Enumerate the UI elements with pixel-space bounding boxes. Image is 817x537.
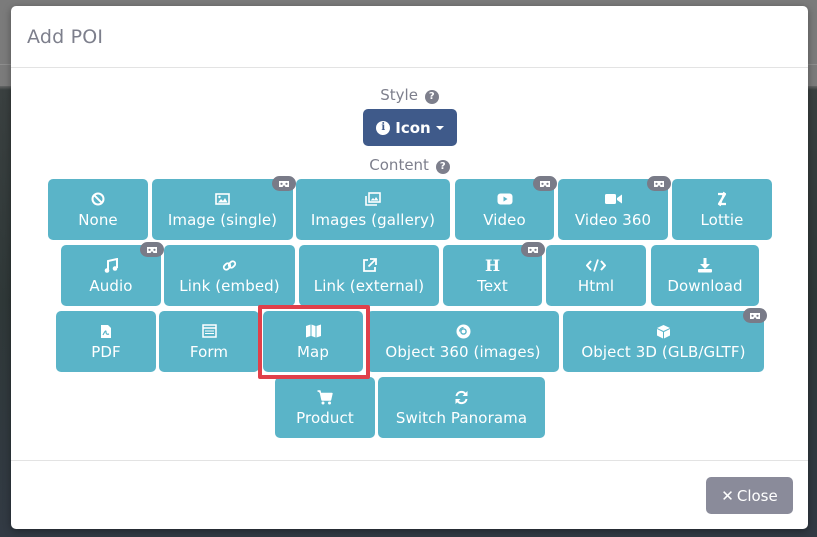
modal-footer: ✕ Close bbox=[11, 460, 808, 529]
images-icon bbox=[365, 190, 381, 208]
download-icon bbox=[697, 256, 713, 274]
close-label: Close bbox=[736, 486, 778, 505]
content-lottie-button[interactable]: Lottie bbox=[672, 179, 772, 240]
sync-icon bbox=[454, 388, 469, 406]
heading-icon: H bbox=[484, 255, 501, 275]
info-circle-icon: i bbox=[376, 120, 391, 135]
content-link-embed-button[interactable]: Link (embed) bbox=[164, 245, 295, 306]
style-value: Icon bbox=[395, 118, 431, 137]
modal-header: Add POI bbox=[11, 6, 808, 68]
external-link-icon bbox=[362, 256, 377, 274]
content-video-button[interactable]: Video bbox=[455, 176, 557, 240]
image-icon bbox=[215, 190, 230, 208]
content-images-gallery-button[interactable]: Images (gallery) bbox=[296, 179, 450, 240]
content-html-button[interactable]: Html bbox=[546, 245, 646, 306]
close-button[interactable]: ✕ Close bbox=[706, 477, 793, 514]
compact-disc-icon bbox=[456, 322, 471, 340]
content-audio-button[interactable]: Audio bbox=[61, 242, 164, 306]
content-map-button[interactable]: Map bbox=[263, 311, 363, 372]
link-icon bbox=[222, 256, 237, 274]
content-download-button[interactable]: Download bbox=[651, 245, 759, 306]
content-pdf-button[interactable]: PDF bbox=[56, 311, 156, 372]
vr-cardboard-icon bbox=[533, 176, 557, 191]
map-icon bbox=[305, 322, 322, 340]
content-text-button[interactable]: H Text bbox=[443, 242, 545, 306]
ban-icon bbox=[91, 190, 105, 208]
content-product-button[interactable]: Product bbox=[275, 377, 375, 438]
question-circle-icon[interactable]: ? bbox=[424, 90, 439, 104]
content-video-360-button[interactable]: Video 360 bbox=[558, 176, 671, 240]
shopping-cart-icon bbox=[317, 388, 333, 406]
content-label: Content ? bbox=[11, 156, 808, 174]
caret-down-icon bbox=[435, 125, 444, 130]
vr-cardboard-icon bbox=[521, 242, 545, 257]
cube-icon bbox=[656, 322, 671, 340]
vr-cardboard-icon bbox=[140, 242, 164, 257]
youtube-icon bbox=[497, 190, 513, 208]
vr-cardboard-icon bbox=[272, 176, 296, 191]
modal-body: Style ? i Icon Content ? None Image (sin… bbox=[11, 68, 808, 460]
form-icon bbox=[201, 322, 217, 340]
file-pdf-icon bbox=[100, 322, 112, 340]
add-poi-modal: Add POI Style ? i Icon Content ? None I bbox=[11, 6, 808, 529]
style-dropdown-button[interactable]: i Icon bbox=[363, 109, 457, 146]
music-icon bbox=[104, 256, 118, 274]
content-label-text: Content bbox=[369, 156, 429, 174]
style-label-text: Style bbox=[380, 86, 418, 104]
content-form-button[interactable]: Form bbox=[159, 311, 259, 372]
times-icon: ✕ bbox=[721, 486, 734, 505]
content-link-external-button[interactable]: Link (external) bbox=[299, 245, 439, 306]
lottie-icon bbox=[716, 190, 728, 208]
content-image-single-button[interactable]: Image (single) bbox=[152, 176, 296, 240]
vr-cardboard-icon bbox=[647, 176, 671, 191]
code-icon bbox=[586, 256, 606, 274]
vr-cardboard-icon bbox=[743, 308, 767, 323]
modal-title: Add POI bbox=[27, 25, 104, 48]
video-camera-icon bbox=[604, 190, 622, 208]
question-circle-icon[interactable]: ? bbox=[435, 160, 450, 174]
style-label: Style ? bbox=[11, 86, 808, 104]
content-switch-panorama-button[interactable]: Switch Panorama bbox=[378, 377, 545, 438]
content-object-360-button[interactable]: Object 360 (images) bbox=[367, 311, 559, 372]
content-none-button[interactable]: None bbox=[48, 179, 148, 240]
content-object-3d-button[interactable]: Object 3D (GLB/GLTF) bbox=[563, 308, 767, 372]
